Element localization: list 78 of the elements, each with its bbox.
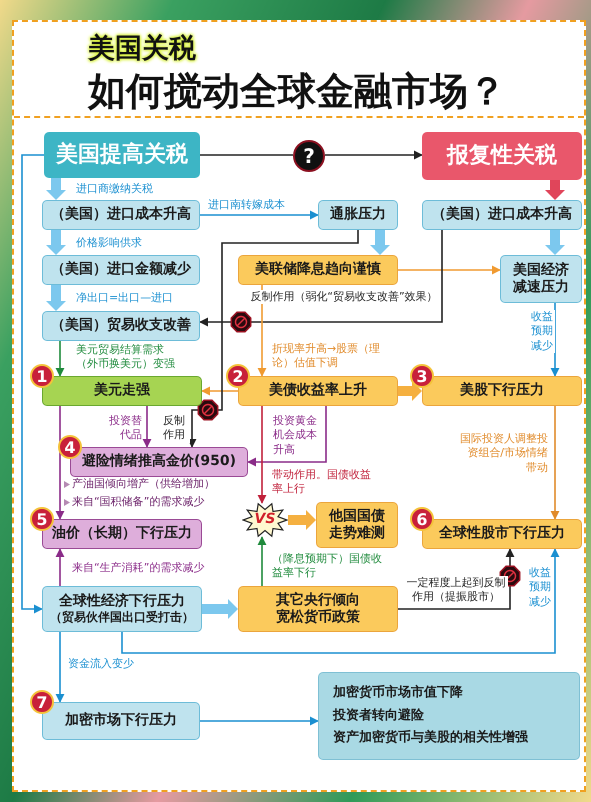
- arrow: [121, 548, 560, 654]
- box-label: （美国）贸易收支改善: [51, 317, 191, 335]
- box-label: 他国国债走势难测: [328, 508, 386, 542]
- box-label: 加密货币市场市值下降: [333, 684, 463, 702]
- box-label: ?: [303, 144, 315, 168]
- box-label: 报复性关税: [447, 142, 557, 170]
- block-arrow: [46, 230, 66, 255]
- block-arrow: [288, 510, 316, 530]
- process-box: [238, 255, 398, 285]
- arrow: [200, 210, 319, 220]
- box-label: （美国）进口金额减少: [51, 261, 191, 279]
- arrow: [325, 150, 423, 160]
- process-box: [42, 311, 200, 341]
- arrow: [200, 716, 319, 726]
- box-label: 避险情绪推高金价(950): [82, 453, 236, 471]
- block-arrow: [545, 180, 565, 200]
- arrow: [56, 632, 64, 703]
- process-box: [238, 586, 398, 632]
- arrow: [550, 303, 560, 377]
- box-label: 美国提高关税: [56, 141, 188, 169]
- arrow: [21, 154, 44, 614]
- box-label: （美国）进口成本升高: [432, 206, 572, 224]
- box-label: VS: [254, 511, 276, 529]
- process-box: [422, 200, 582, 230]
- arrow: [398, 548, 514, 610]
- block-arrow: [202, 599, 238, 619]
- box-label: 其它央行倾向宽松货币政策: [275, 592, 361, 626]
- block-arrow: [398, 381, 422, 401]
- box-label: （贸易伙伴国出口受打击）: [50, 610, 194, 626]
- box-label: 全球性股市下行压力: [439, 525, 565, 543]
- box-label: 全球性经济下行压力: [59, 592, 185, 610]
- edge-label: 收益预期减少: [527, 566, 553, 609]
- edge-label: 国际投资人调整投资组合/市场情绪带动: [460, 432, 548, 475]
- kicker-title: 美国关税: [88, 32, 196, 66]
- connector-line: [200, 154, 293, 156]
- arrow: [247, 406, 327, 466]
- block-arrow: [46, 285, 66, 311]
- process-box: [422, 132, 582, 180]
- box-label: 美债收益率上升: [269, 382, 367, 400]
- note-box: [318, 672, 580, 760]
- block-arrow: [370, 230, 390, 255]
- box-label: 美元走强: [94, 382, 150, 400]
- arrow: [56, 341, 64, 377]
- box-label: 加密市场下行压力: [65, 712, 177, 730]
- block-arrow: [545, 230, 565, 255]
- box-label: 美联储降息趋向谨慎: [255, 261, 381, 279]
- box-label: 美国经济减速压力: [512, 262, 570, 296]
- process-box: [500, 255, 582, 303]
- box-label: 投资者转向避险: [333, 706, 424, 725]
- edge-label: 收益预期减少: [529, 310, 555, 353]
- process-box: [42, 586, 202, 632]
- arrow: [142, 406, 152, 448]
- box-label: 资产加密货币与美股的相关性增强: [333, 728, 528, 748]
- box-label: （美国）进口成本升高: [51, 206, 191, 224]
- block-arrow: [46, 178, 66, 200]
- process-box: [42, 200, 200, 230]
- process-box: [316, 502, 398, 548]
- process-box: [42, 255, 200, 285]
- process-box: [318, 200, 398, 230]
- arrow: [56, 406, 64, 520]
- edge-label: 一定程度上起到反制作用（提振股市）: [404, 576, 508, 605]
- arrow: [550, 406, 560, 520]
- box-label: 美股下行压力: [460, 382, 544, 400]
- arrow: [258, 406, 266, 504]
- edge-label: 美元贸易结算需求（外币换美元）变强: [76, 343, 176, 372]
- box-label: 油价（长期）下行压力: [52, 525, 192, 543]
- arrow: [199, 230, 443, 326]
- arrow: [56, 548, 64, 586]
- arrow: [398, 266, 501, 274]
- vs-burst: [242, 502, 288, 538]
- box-label: 通胀压力: [330, 206, 386, 224]
- edge-label: 反制作用: [163, 414, 190, 443]
- process-box: [44, 132, 200, 178]
- note-text: 来自“国积储备”的需求减少: [72, 495, 204, 510]
- arrow: [258, 536, 266, 586]
- title: 如何搅动全球金融市场？: [88, 68, 506, 115]
- arrow: [188, 230, 359, 448]
- arrow: [201, 386, 238, 396]
